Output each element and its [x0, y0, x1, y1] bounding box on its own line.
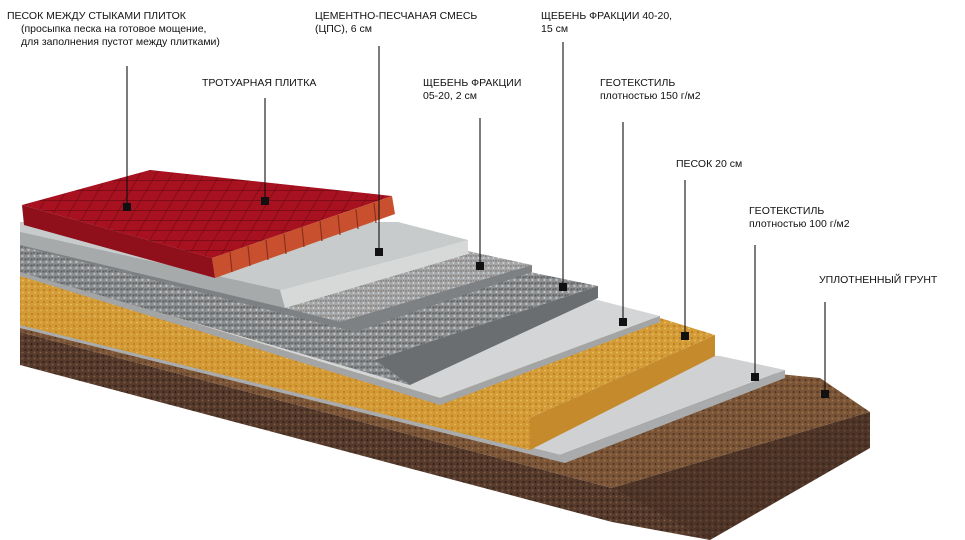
label-gravel-coarse-line2: 15 см	[541, 23, 569, 35]
leader-lines	[123, 42, 829, 398]
marker-sand-joints	[123, 203, 131, 211]
label-sand-joints-line2: (просыпка песка на готовое мощение,	[21, 23, 207, 35]
label-geotextile-100: ГЕОТЕКСТИЛЬ плотностью 100 г/м2	[749, 205, 850, 231]
marker-geotextile-100	[751, 373, 759, 381]
layer-paving-tile	[22, 170, 395, 278]
label-paving-tile-title: ТРОТУАРНАЯ ПЛИТКА	[202, 77, 317, 89]
label-sand-joints-title: ПЕСОК МЕЖДУ СТЫКАМИ ПЛИТОК	[7, 10, 186, 22]
label-gravel-coarse: ЩЕБЕНЬ ФРАКЦИИ 40-20, 15 см	[541, 10, 672, 36]
marker-geotextile-150	[619, 318, 627, 326]
label-sand-20-title: ПЕСОК 20 см	[676, 158, 743, 170]
label-cement-sand-mix-title: ЦЕМЕНТНО-ПЕСЧАНАЯ СМЕСЬ	[315, 10, 478, 22]
marker-sand-20	[681, 332, 689, 340]
label-sand-joints: ПЕСОК МЕЖДУ СТЫКАМИ ПЛИТОК (просыпка пес…	[7, 10, 220, 49]
label-paving-tile: ТРОТУАРНАЯ ПЛИТКА	[202, 77, 316, 90]
label-cement-sand-mix: ЦЕМЕНТНО-ПЕСЧАНАЯ СМЕСЬ (ЦПС), 6 см	[315, 10, 477, 36]
label-cement-sand-mix-line2: (ЦПС), 6 см	[315, 23, 372, 35]
label-gravel-fine: ЩЕБЕНЬ ФРАКЦИИ 05-20, 2 см	[423, 77, 521, 103]
label-geotextile-100-title: ГЕОТЕКСТИЛЬ	[749, 205, 825, 217]
label-gravel-fine-line2: 05-20, 2 см	[423, 90, 477, 102]
label-gravel-fine-title: ЩЕБЕНЬ ФРАКЦИИ	[423, 77, 522, 89]
marker-gravel-coarse	[559, 283, 567, 291]
label-gravel-coarse-title: ЩЕБЕНЬ ФРАКЦИИ 40-20,	[541, 10, 673, 22]
marker-compacted-soil	[821, 390, 829, 398]
label-sand-20: ПЕСОК 20 см	[676, 158, 742, 171]
label-geotextile-100-line2: плотностью 100 г/м2	[749, 218, 850, 230]
label-geotextile-150: ГЕОТЕКСТИЛЬ плотностью 150 г/м2	[600, 77, 701, 103]
label-sand-joints-line3: для заполнения пустот между плитками)	[21, 36, 220, 48]
marker-paving-tile	[261, 197, 269, 205]
label-geotextile-150-title: ГЕОТЕКСТИЛЬ	[600, 77, 676, 89]
label-geotextile-150-line2: плотностью 150 г/м2	[600, 90, 701, 102]
label-compacted-soil-title: УПЛОТНЕННЫЙ ГРУНТ	[819, 274, 938, 286]
label-compacted-soil: УПЛОТНЕННЫЙ ГРУНТ	[819, 274, 937, 287]
marker-gravel-fine	[476, 262, 484, 270]
marker-cement-sand-mix	[375, 248, 383, 256]
